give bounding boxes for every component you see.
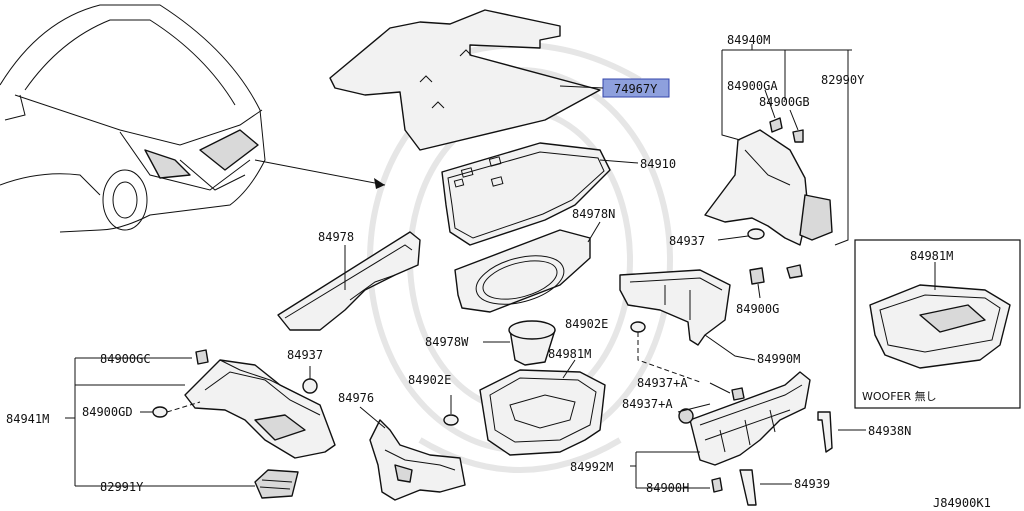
part-84937-left-clip [302,378,318,394]
part-84940M-quarter-trim [704,129,833,246]
label-82991Y[interactable]: 82991Y [100,480,144,494]
label-84978[interactable]: 84978 [318,230,354,244]
label-84981M-woofer[interactable]: 84981M [910,249,953,263]
part-84978W-cup-tray [508,320,556,366]
part-84978-side-trim [277,231,421,331]
woofer-note[interactable]: WOOFER 無し [862,389,937,403]
clip-84900GA [769,117,783,133]
clip-84900H [711,477,723,493]
label-84937A-upper[interactable]: 84937+A [637,376,688,390]
part-84902E-clip-mid [630,321,701,383]
label-84978N[interactable]: 84978N [572,207,615,221]
label-84900H[interactable]: 84900H [646,481,689,495]
label-84937A-lower[interactable]: 84937+A [622,397,673,411]
arrow-head [374,178,385,189]
label-84990M[interactable]: 84990M [757,352,800,366]
part-82991Y-mat-pad [254,469,299,499]
part-84938N-bracket [817,411,833,453]
car-rear-view [0,4,266,233]
label-84940M[interactable]: 84940M [727,33,770,47]
label-84900GC[interactable]: 84900GC [100,352,151,366]
part-84910-trunk-floor [441,142,611,246]
label-74967Y[interactable]: 74967Y [614,82,658,96]
label-84900GA[interactable]: 84900GA [727,79,778,93]
part-84941M-tool-box [184,359,336,459]
label-84976[interactable]: 84976 [338,391,374,405]
label-84939[interactable]: 84939 [794,477,830,491]
label-84900G[interactable]: 84900G [736,302,779,316]
label-84900GD[interactable]: 84900GD [82,405,133,419]
label-84910[interactable]: 84910 [640,157,676,171]
label-84900GB[interactable]: 84900GB [759,95,810,109]
clip-84900GB [792,129,804,143]
part-84939-bracket [739,469,757,506]
label-84902E-mid[interactable]: 84902E [565,317,608,331]
clip-84937A-upper [731,387,745,401]
part-84902E-clip-left [443,395,459,426]
label-84981M-center[interactable]: 84981M [548,347,591,361]
label-82990Y[interactable]: 82990Y [821,73,865,87]
part-74967Y-trunk-mat [329,9,601,151]
part-84990M-side-finisher [619,269,731,346]
label-84902E-left[interactable]: 84902E [408,373,451,387]
arrow-leader [254,159,386,186]
part-82990Y-clip [786,264,803,279]
part-84992M-rear-finisher [689,371,811,466]
part-84900G-clip [749,267,765,285]
label-84937-left[interactable]: 84937 [287,348,323,362]
clip-84937A-lower [678,408,694,424]
label-84978W[interactable]: 84978W [425,335,469,349]
part-84981M-woofer-tub [869,284,1011,369]
label-84937-right[interactable]: 84937 [669,234,705,248]
diagram-code: J84900K1 [933,496,991,510]
part-84937-right-clip [747,228,765,240]
part-84981M-storage-box [479,369,606,456]
part-84976-tool-holder [369,419,466,501]
label-84992M[interactable]: 84992M [570,460,613,474]
clip-84900GD [152,406,168,418]
part-84978N-spare-cover [454,229,591,313]
clip-84900GC [195,349,209,365]
label-84941M[interactable]: 84941M [6,412,49,426]
label-84938N[interactable]: 84938N [868,424,911,438]
